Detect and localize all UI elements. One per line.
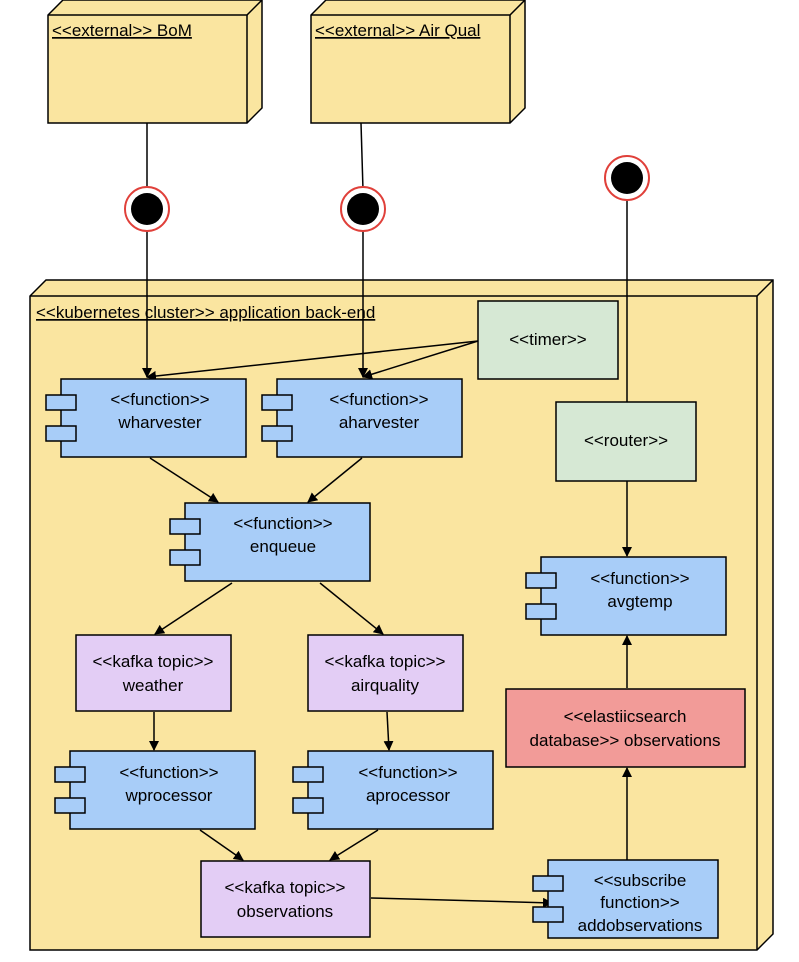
component-port-icon bbox=[45, 425, 77, 442]
external-connections bbox=[142, 122, 628, 402]
wprocessor-stereotype: <<function>> bbox=[119, 763, 218, 782]
external-node-air-qual-label: <<external>> Air Qual bbox=[315, 21, 480, 40]
kubernetes-cluster-label: <<kubernetes cluster>> application back-… bbox=[36, 303, 375, 322]
component-port-icon bbox=[525, 603, 557, 620]
timer-box[interactable]: <<timer>> bbox=[477, 300, 619, 380]
addobservations-stereotype-2: function>> bbox=[600, 893, 679, 912]
component-port-icon bbox=[169, 518, 201, 535]
avgtemp-stereotype: <<function>> bbox=[590, 569, 689, 588]
port-bom bbox=[124, 186, 170, 232]
port-router bbox=[604, 155, 650, 201]
kafka-topic-observations[interactable]: <<kafka topic>> observations bbox=[200, 860, 371, 938]
external-node-bom[interactable]: <<external>> BoM bbox=[47, 0, 263, 124]
port-air-qual bbox=[340, 186, 386, 232]
addobservations-stereotype-1: <<subscribe bbox=[594, 871, 687, 890]
timer-label: <<timer>> bbox=[509, 330, 587, 349]
component-port-icon bbox=[54, 797, 86, 814]
external-node-air-qual[interactable]: <<external>> Air Qual bbox=[310, 0, 526, 124]
topic-weather-name: weather bbox=[122, 676, 184, 695]
aprocessor-stereotype: <<function>> bbox=[358, 763, 457, 782]
component-port-icon bbox=[532, 875, 564, 892]
enqueue-component[interactable]: <<function>> enqueue bbox=[169, 502, 371, 582]
avgtemp-name: avgtemp bbox=[607, 592, 672, 611]
component-port-icon bbox=[261, 394, 293, 411]
kafka-topic-weather[interactable]: <<kafka topic>> weather bbox=[75, 634, 232, 712]
wprocessor-component[interactable]: <<function>> wprocessor bbox=[54, 750, 256, 830]
addobservations-component[interactable]: <<subscribe function>> addobservations bbox=[532, 859, 719, 939]
enqueue-stereotype: <<function>> bbox=[233, 514, 332, 533]
elasticsearch-stereotype: <<elastiicsearch bbox=[564, 707, 687, 726]
router-label: <<router>> bbox=[584, 431, 668, 450]
wharvester-name: wharvester bbox=[117, 413, 201, 432]
component-port-icon bbox=[54, 766, 86, 783]
enqueue-name: enqueue bbox=[250, 537, 316, 556]
aprocessor-component[interactable]: <<function>> aprocessor bbox=[292, 750, 494, 830]
aprocessor-name: aprocessor bbox=[366, 786, 450, 805]
aharvester-name: aharvester bbox=[339, 413, 420, 432]
internal-edges bbox=[146, 340, 632, 908]
component-port-icon bbox=[261, 425, 293, 442]
component-port-icon bbox=[45, 394, 77, 411]
wharvester-stereotype: <<function>> bbox=[110, 390, 209, 409]
component-port-icon bbox=[292, 797, 324, 814]
router-box[interactable]: <<router>> bbox=[555, 401, 697, 482]
topic-airquality-name: airquality bbox=[351, 676, 420, 695]
wharvester-component[interactable]: <<function>> wharvester bbox=[45, 378, 247, 458]
aharvester-component[interactable]: <<function>> aharvester bbox=[261, 378, 463, 458]
topic-observations-name: observations bbox=[237, 902, 333, 921]
external-node-bom-label: <<external>> BoM bbox=[52, 21, 192, 40]
topic-observations-stereotype: <<kafka topic>> bbox=[225, 878, 346, 897]
component-port-icon bbox=[292, 766, 324, 783]
aharvester-stereotype: <<function>> bbox=[329, 390, 428, 409]
topic-airquality-stereotype: <<kafka topic>> bbox=[325, 652, 446, 671]
addobservations-name: addobservations bbox=[578, 916, 703, 935]
kafka-topic-airquality[interactable]: <<kafka topic>> airquality bbox=[307, 634, 464, 712]
wprocessor-name: wprocessor bbox=[125, 786, 213, 805]
elasticsearch-name: database>> observations bbox=[530, 731, 721, 750]
component-port-icon bbox=[532, 906, 564, 923]
avgtemp-component[interactable]: <<function>> avgtemp bbox=[525, 556, 727, 636]
topic-weather-stereotype: <<kafka topic>> bbox=[93, 652, 214, 671]
component-port-icon bbox=[169, 549, 201, 566]
elasticsearch-database[interactable]: <<elastiicsearch database>> observations bbox=[505, 688, 746, 768]
component-port-icon bbox=[525, 572, 557, 589]
